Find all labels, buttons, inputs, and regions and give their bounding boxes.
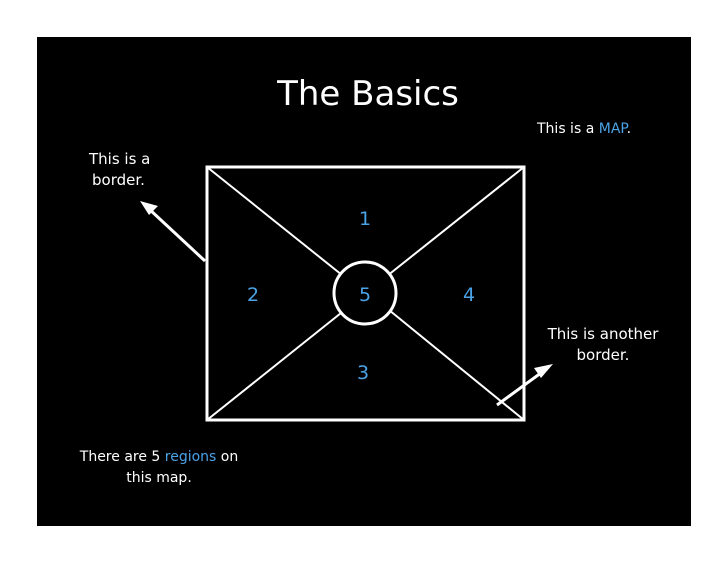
map-note-highlight: MAP bbox=[598, 121, 627, 137]
arrow-right-border-shaft bbox=[496, 368, 546, 407]
slide-title: The Basics bbox=[37, 74, 691, 115]
map-diagram: 1 2 5 4 3 bbox=[140, 165, 553, 422]
diagonal-top-left bbox=[206, 166, 343, 276]
border-note-right-line1: This is another bbox=[547, 325, 659, 343]
diagonal-bottom-right bbox=[388, 309, 525, 421]
border-note-left: This is a border. bbox=[89, 149, 150, 191]
center-region-circle bbox=[332, 260, 398, 326]
region-label-1: 1 bbox=[359, 208, 371, 230]
diagonal-top-right bbox=[386, 166, 525, 277]
region-label-5: 5 bbox=[359, 284, 371, 306]
slide: 1 2 5 4 3 The Basics This is a MAP. This… bbox=[37, 37, 691, 526]
arrow-left-border-head bbox=[140, 201, 158, 215]
regions-note-line2: this map. bbox=[126, 470, 192, 486]
map-note: This is a MAP. bbox=[537, 121, 631, 138]
map-outer-border bbox=[205, 165, 526, 422]
region-label-4: 4 bbox=[463, 284, 475, 306]
regions-note-prefix: There are 5 bbox=[79, 449, 165, 465]
arrow-right-border-head bbox=[534, 364, 553, 378]
regions-note-highlight: regions bbox=[164, 449, 217, 465]
diagonal-bottom-left bbox=[206, 312, 342, 421]
border-note-left-line2: border. bbox=[92, 171, 145, 189]
region-label-3: 3 bbox=[357, 362, 369, 384]
border-note-right-line2: border. bbox=[576, 346, 630, 364]
slide-title-text: The Basics bbox=[277, 74, 459, 114]
border-note-right: This is another border. bbox=[533, 324, 673, 366]
map-note-suffix: . bbox=[626, 121, 632, 137]
arrow-left-border-shaft bbox=[146, 206, 207, 263]
region-label-2: 2 bbox=[247, 284, 259, 306]
border-note-left-line1: This is a bbox=[89, 150, 151, 168]
map-note-prefix: This is a bbox=[537, 121, 599, 137]
regions-note: There are 5 regions on this map. bbox=[59, 447, 259, 489]
regions-note-suffix: on bbox=[216, 449, 239, 465]
regions-note-line1: There are 5 regions on bbox=[59, 447, 259, 468]
